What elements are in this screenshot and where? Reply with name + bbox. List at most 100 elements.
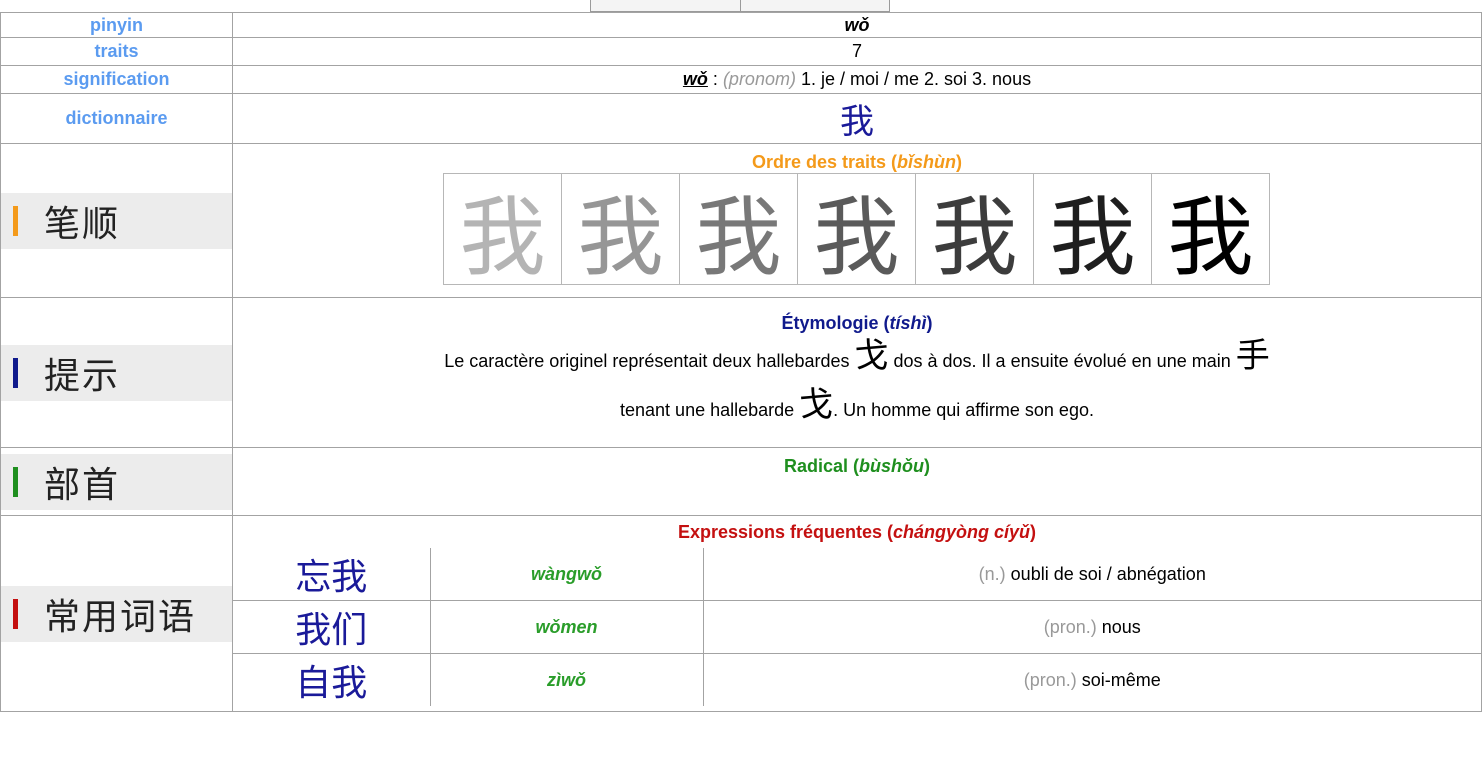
expression-pinyin-text: wàngwǒ xyxy=(531,563,602,584)
title-bushou-pre: Radical ( xyxy=(783,456,860,476)
side-label-tishi: 提示 xyxy=(44,355,121,397)
label-pinyin: pinyin xyxy=(0,12,233,38)
pinyin-text: wǒ xyxy=(844,14,870,35)
expression-hanzi[interactable]: 我们 xyxy=(233,600,431,654)
dictionary-link[interactable]: 我 xyxy=(840,102,874,142)
expression-meaning: (n.) oubli de soi / abnégation xyxy=(702,548,1481,601)
expression-hanzi[interactable]: 自我 xyxy=(233,653,431,706)
red-bar-icon xyxy=(13,598,18,629)
expression-hanzi-text[interactable]: 我们 xyxy=(295,610,368,651)
etym-t2: dos à dos. Il a ensuite évolué en une ma… xyxy=(888,351,1236,371)
expression-pinyin-text: wǒmen xyxy=(535,616,598,637)
expression-meaning-text: oubli de soi / abnégation xyxy=(1005,563,1206,584)
stroke-step-3: 我 xyxy=(679,173,798,288)
row-bishun: 笔顺 Ordre des traits (bǐshùn) 我我我我我我我 xyxy=(0,143,1482,298)
side-tishi: 提示 xyxy=(0,297,233,448)
stroke-glyph: 我 xyxy=(459,187,546,288)
etymology-text: Le caractère originel représentait deux … xyxy=(233,334,1481,432)
content-bishun: Ordre des traits (bǐshùn) 我我我我我我我 xyxy=(232,143,1482,298)
title-bushou-post: ) xyxy=(924,456,931,476)
title-bishun-pinyin: bǐshùn xyxy=(897,152,957,172)
section-header-tishi: 提示 xyxy=(1,344,232,401)
row-bushou: 部首 Radical (bùshǒu) xyxy=(0,447,1482,516)
value-pinyin: wǒ xyxy=(232,12,1482,38)
content-tishi: Étymologie (tíshì) Le caractère originel… xyxy=(232,297,1482,448)
stroke-step-7: 我 xyxy=(1151,173,1270,288)
stroke-step-2: 我 xyxy=(561,173,680,288)
stroke-step-5: 我 xyxy=(915,173,1034,288)
etym-char-shou: 手 xyxy=(1235,336,1270,376)
expression-pos: (pron.) xyxy=(1043,616,1097,637)
title-bishun-post: ) xyxy=(956,152,963,172)
signification-text: 1. je / moi / me 2. soi 3. nous xyxy=(795,69,1032,89)
expression-meaning-text: soi-même xyxy=(1076,669,1161,690)
top-tab-box xyxy=(590,0,890,12)
side-label-bushou: 部首 xyxy=(44,464,121,506)
etym-t1: Le caractère originel représentait deux … xyxy=(444,351,855,371)
expression-hanzi-text[interactable]: 忘我 xyxy=(295,557,368,598)
side-changyong: 常用词语 xyxy=(0,515,233,712)
label-dictionnaire: dictionnaire xyxy=(0,93,233,144)
title-tishi-pre: Étymologie ( xyxy=(781,313,890,333)
character-sheet: pinyin wǒ traits 7 signification wǒ : (p… xyxy=(0,12,1482,712)
expression-pinyin: wàngwǒ xyxy=(429,548,704,601)
title-changyong: Expressions fréquentes (chángyòng cíyǔ) xyxy=(233,516,1481,548)
section-header-bishun: 笔顺 xyxy=(1,192,232,249)
row-dictionnaire: dictionnaire 我 xyxy=(0,93,1482,144)
title-bushou: Radical (bùshǒu) xyxy=(233,456,1481,477)
expression-meaning-text: nous xyxy=(1096,616,1141,637)
expression-hanzi-text[interactable]: 自我 xyxy=(295,663,368,704)
stroke-glyph: 我 xyxy=(1049,187,1136,288)
stroke-glyph: 我 xyxy=(931,187,1018,288)
value-signification: wǒ : (pronom) 1. je / moi / me 2. soi 3.… xyxy=(232,65,1482,94)
stroke-step-6: 我 xyxy=(1033,173,1152,288)
expression-pinyin-text: zìwǒ xyxy=(547,669,586,690)
stroke-glyph: 我 xyxy=(1167,187,1254,288)
value-traits: 7 xyxy=(232,37,1482,66)
stroke-step-4: 我 xyxy=(797,173,916,288)
content-bushou: Radical (bùshǒu) xyxy=(232,447,1482,516)
title-changyong-pinyin: chángyòng cíyǔ xyxy=(893,522,1031,542)
side-label-bishun: 笔顺 xyxy=(44,203,121,245)
signification-sep: : xyxy=(707,69,723,89)
row-signification: signification wǒ : (pronom) 1. je / moi … xyxy=(0,65,1482,94)
expression-row: 自我 zìwǒ (pron.) soi-même xyxy=(233,653,1481,706)
title-bishun: Ordre des traits (bǐshùn) xyxy=(233,152,1481,173)
orange-bar-icon xyxy=(13,205,18,236)
section-header-bushou: 部首 xyxy=(1,453,232,510)
green-bar-icon xyxy=(13,466,18,497)
etym-char-ge-2: 戈 xyxy=(799,385,834,425)
stroke-glyph: 我 xyxy=(695,187,782,288)
etym-t4: . Un homme qui affirme son ego. xyxy=(833,400,1094,420)
row-traits: traits 7 xyxy=(0,37,1482,66)
expression-meaning: (pron.) nous xyxy=(702,600,1481,654)
title-bushou-pinyin: bùshǒu xyxy=(859,456,925,476)
stroke-order-strip: 我我我我我我我 xyxy=(233,173,1481,288)
expression-row: 忘我 wàngwǒ (n.) oubli de soi / abnégation xyxy=(233,548,1481,601)
row-changyong: 常用词语 Expressions fréquentes (chángyòng c… xyxy=(0,515,1482,712)
expression-pinyin: wǒmen xyxy=(429,600,704,654)
expression-pinyin: zìwǒ xyxy=(429,653,704,706)
title-tishi: Étymologie (tíshì) xyxy=(233,313,1481,334)
signification-pos: (pronom) xyxy=(722,69,796,89)
label-signification: signification xyxy=(0,65,233,94)
title-tishi-post: ) xyxy=(926,313,933,333)
value-dictionnaire: 我 xyxy=(232,93,1482,144)
content-changyong: Expressions fréquentes (chángyòng cíyǔ) … xyxy=(232,515,1482,712)
expression-hanzi[interactable]: 忘我 xyxy=(233,548,431,601)
expression-row: 我们 wǒmen (pron.) nous xyxy=(233,600,1481,654)
signification-link[interactable]: wǒ xyxy=(682,69,708,89)
side-bishun: 笔顺 xyxy=(0,143,233,298)
title-tishi-pinyin: tíshì xyxy=(889,313,927,333)
etym-t3: tenant une hallebarde xyxy=(620,400,800,420)
section-header-changyong: 常用词语 xyxy=(1,585,232,642)
expression-meaning: (pron.) soi-même xyxy=(702,653,1481,706)
title-changyong-post: ) xyxy=(1030,522,1037,542)
title-bishun-pre: Ordre des traits ( xyxy=(751,152,898,172)
etym-char-ge: 戈 xyxy=(854,336,889,376)
side-bushou: 部首 xyxy=(0,447,233,516)
stroke-glyph: 我 xyxy=(577,187,664,288)
top-tab-divider xyxy=(740,0,741,11)
row-tishi: 提示 Étymologie (tíshì) Le caractère origi… xyxy=(0,297,1482,448)
